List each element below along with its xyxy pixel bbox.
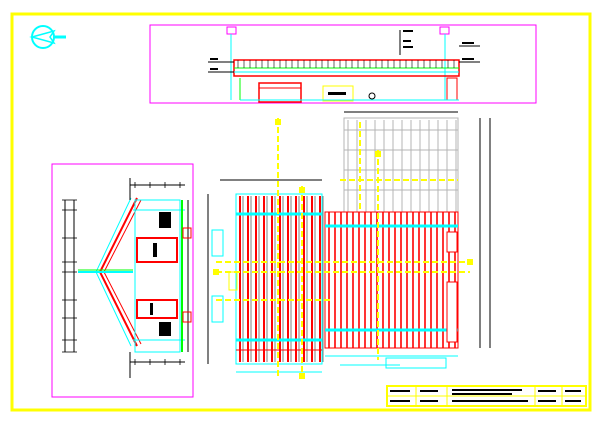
center-plan-rafters	[239, 196, 324, 362]
roof-band-ticks	[237, 60, 455, 68]
title-block-mark	[452, 393, 512, 395]
axis-bubble	[213, 269, 219, 275]
outer-frame	[10, 12, 592, 412]
right-plan-view	[324, 111, 491, 369]
title-block-mark	[452, 400, 528, 402]
title-block-mark	[390, 400, 410, 402]
axis-bubble	[299, 187, 305, 193]
title-block-mark	[452, 389, 522, 391]
title-block-mark	[538, 390, 556, 392]
title-block-mark	[420, 390, 438, 392]
left-section-view	[51, 163, 194, 398]
top-elevation-view	[149, 24, 537, 104]
axis-bubble	[275, 119, 281, 125]
grid-axes	[213, 118, 473, 379]
title-block-mark	[390, 390, 410, 392]
right-plan-rafters	[328, 212, 456, 348]
axis-bubble	[299, 373, 305, 379]
left-dimension-ticks	[62, 182, 181, 365]
north-arrow-icon	[29, 25, 66, 49]
title-block-mark	[538, 400, 556, 402]
title-block	[386, 385, 587, 407]
axis-bubble	[375, 151, 381, 157]
center-plan-view	[207, 179, 324, 373]
title-block-mark	[565, 400, 581, 402]
upper-grid	[344, 120, 458, 212]
title-block-mark	[420, 400, 438, 402]
axis-bubble	[467, 259, 473, 265]
title-block-mark	[565, 390, 581, 392]
title-block-marks	[390, 389, 581, 402]
